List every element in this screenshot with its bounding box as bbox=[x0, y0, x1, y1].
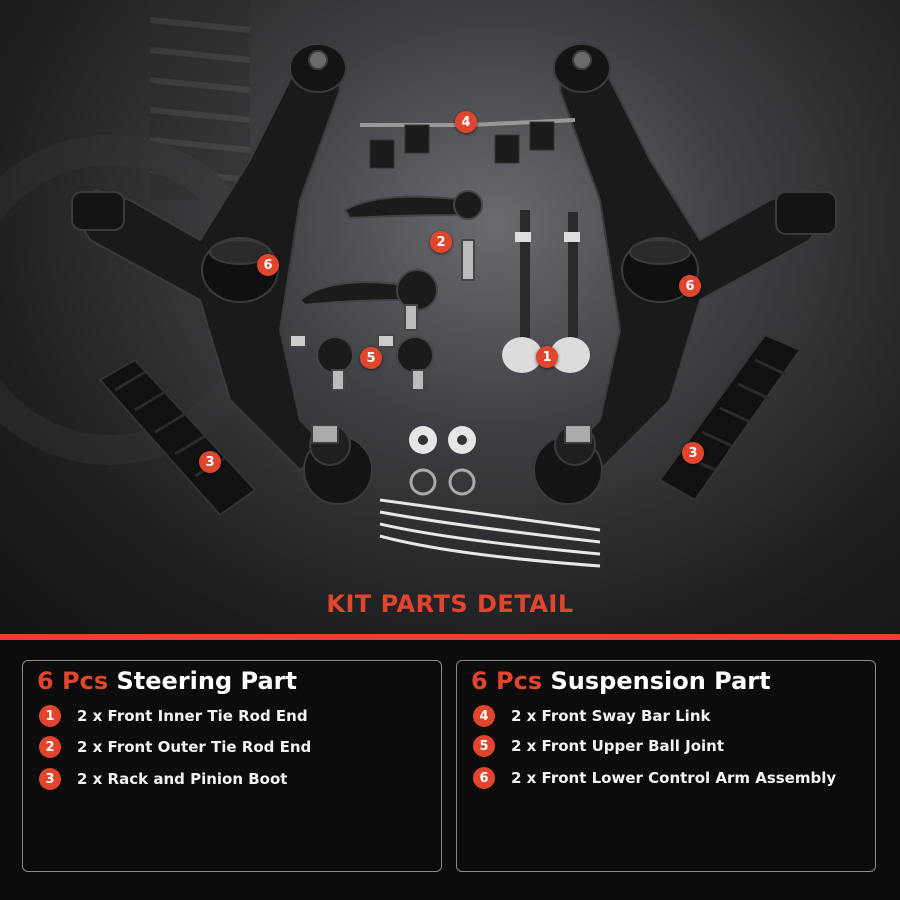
suspension-label: Suspension Part bbox=[550, 667, 771, 695]
steering-heading: 6 Pcs Steering Part bbox=[37, 667, 297, 695]
item-text: 2 x Front Outer Tie Rod End bbox=[77, 738, 312, 756]
item-text: 2 x Rack and Pinion Boot bbox=[77, 770, 288, 788]
callout-6-right: 6 bbox=[679, 275, 701, 297]
steering-label: Steering Part bbox=[116, 667, 297, 695]
inner-tie-rods bbox=[502, 210, 590, 373]
callout-6-left: 6 bbox=[257, 254, 279, 276]
callout-3-right: 3 bbox=[682, 442, 704, 464]
callout-3-left: 3 bbox=[199, 451, 221, 473]
item-number: 4 bbox=[473, 705, 495, 727]
cable-ties bbox=[379, 498, 601, 568]
list-item: 6 2 x Front Lower Control Arm Assembly bbox=[473, 767, 836, 789]
callout-2: 2 bbox=[430, 231, 452, 253]
suspension-panel: 6 Pcs Suspension Part 4 2 x Front Sway B… bbox=[456, 660, 876, 872]
washers-and-clips bbox=[409, 426, 476, 496]
list-item: 1 2 x Front Inner Tie Rod End bbox=[39, 705, 308, 727]
item-number: 6 bbox=[473, 767, 495, 789]
list-item: 4 2 x Front Sway Bar Link bbox=[473, 705, 710, 727]
outer-tie-rods bbox=[298, 190, 483, 331]
callout-4: 4 bbox=[455, 111, 477, 133]
suspension-count: 6 Pcs bbox=[471, 667, 543, 695]
steering-count: 6 Pcs bbox=[37, 667, 109, 695]
item-number: 5 bbox=[473, 735, 495, 757]
item-text: 2 x Front Inner Tie Rod End bbox=[77, 707, 308, 725]
item-text: 2 x Front Sway Bar Link bbox=[511, 707, 711, 725]
item-number: 1 bbox=[39, 705, 61, 727]
callout-5: 5 bbox=[360, 347, 382, 369]
list-item: 3 2 x Rack and Pinion Boot bbox=[39, 768, 287, 790]
item-number: 2 bbox=[39, 736, 61, 758]
suspension-heading: 6 Pcs Suspension Part bbox=[471, 667, 771, 695]
upper-ball-joints bbox=[289, 334, 434, 391]
left-rack-boot bbox=[98, 358, 257, 517]
left-control-arm bbox=[71, 43, 373, 505]
callout-1: 1 bbox=[536, 346, 558, 368]
list-item: 5 2 x Front Upper Ball Joint bbox=[473, 735, 724, 757]
right-control-arm bbox=[533, 43, 837, 505]
steering-panel: 6 Pcs Steering Part 1 2 x Front Inner Ti… bbox=[22, 660, 442, 872]
item-number: 3 bbox=[39, 768, 61, 790]
divider bbox=[0, 634, 900, 640]
product-photo: 4 2 6 6 5 1 3 3 bbox=[0, 0, 900, 640]
parts-illustration bbox=[0, 0, 837, 568]
kit-title: KIT PARTS DETAIL bbox=[326, 590, 574, 618]
sway-bar-links bbox=[360, 118, 576, 169]
item-text: 2 x Front Upper Ball Joint bbox=[511, 737, 725, 755]
item-text: 2 x Front Lower Control Arm Assembly bbox=[511, 769, 837, 787]
list-item: 2 2 x Front Outer Tie Rod End bbox=[39, 736, 311, 758]
